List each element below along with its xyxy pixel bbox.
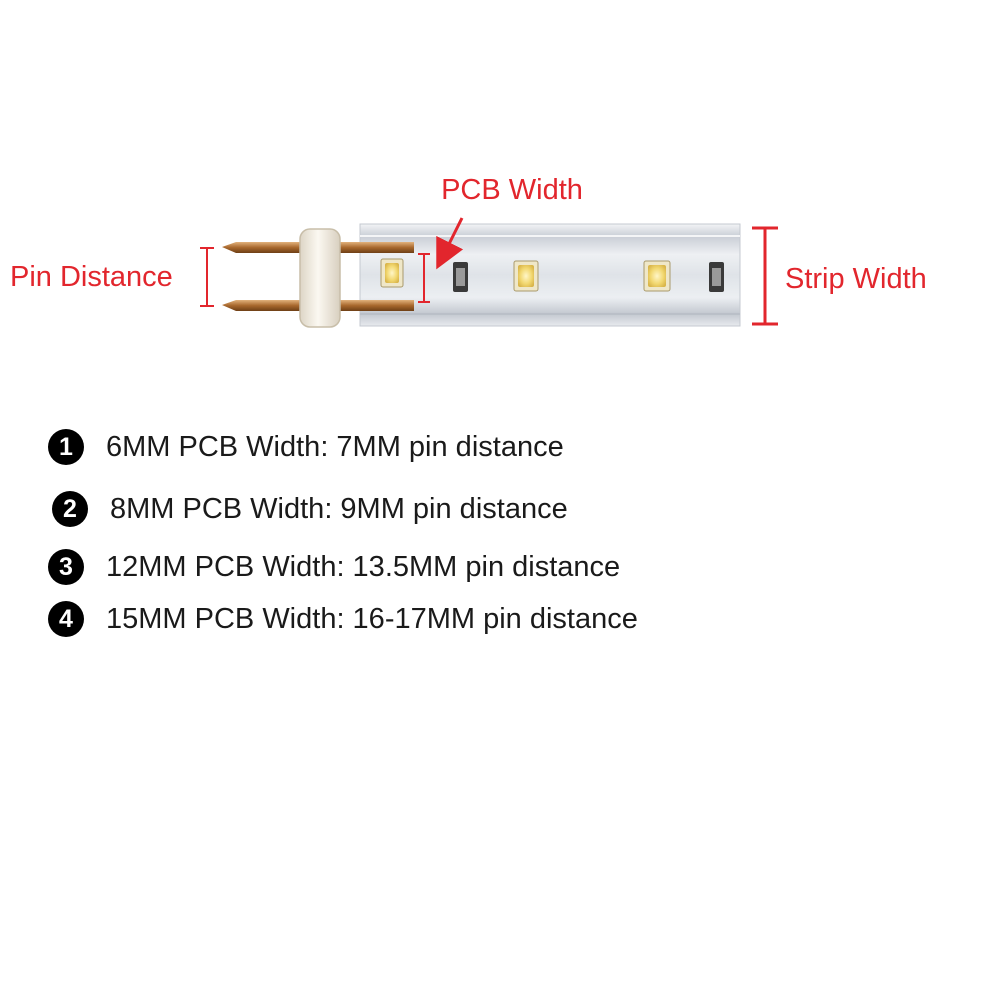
pin-distance-label: Pin Distance xyxy=(10,261,173,293)
led-strip-diagram: PCB Width Pin Distance Strip Width xyxy=(10,174,927,328)
resistor xyxy=(453,262,468,292)
pin-distance-bracket xyxy=(200,247,214,307)
spec-item: 1 6MM PCB Width: 7MM pin distance xyxy=(48,429,564,465)
strip-width-bracket xyxy=(752,226,778,326)
spec-text: 8MM PCB Width: 9MM pin distance xyxy=(110,492,568,525)
pin-connector-housing xyxy=(299,228,341,328)
number-badge-icon: 1 xyxy=(48,429,84,465)
spec-item: 2 8MM PCB Width: 9MM pin distance xyxy=(52,491,568,527)
number-badge-icon: 3 xyxy=(48,549,84,585)
spec-item: 4 15MM PCB Width: 16-17MM pin distance xyxy=(48,601,638,637)
strip-width-label: Strip Width xyxy=(785,263,927,295)
spec-text: 6MM PCB Width: 7MM pin distance xyxy=(106,430,564,463)
led-chip xyxy=(380,258,404,288)
pcb-width-arrow xyxy=(436,217,464,270)
led-chip xyxy=(643,260,671,292)
spec-text: 15MM PCB Width: 16-17MM pin distance xyxy=(106,602,638,635)
led-strip xyxy=(359,223,741,327)
spec-item: 3 12MM PCB Width: 13.5MM pin distance xyxy=(48,549,621,585)
resistor xyxy=(709,262,724,292)
spec-text: 12MM PCB Width: 13.5MM pin distance xyxy=(106,550,621,583)
number-badge-icon: 2 xyxy=(52,491,88,527)
led-chip xyxy=(513,260,539,292)
number-badge-icon: 4 xyxy=(48,601,84,637)
pcb-width-label: PCB Width xyxy=(441,174,583,206)
pcb-width-bracket xyxy=(418,253,430,303)
